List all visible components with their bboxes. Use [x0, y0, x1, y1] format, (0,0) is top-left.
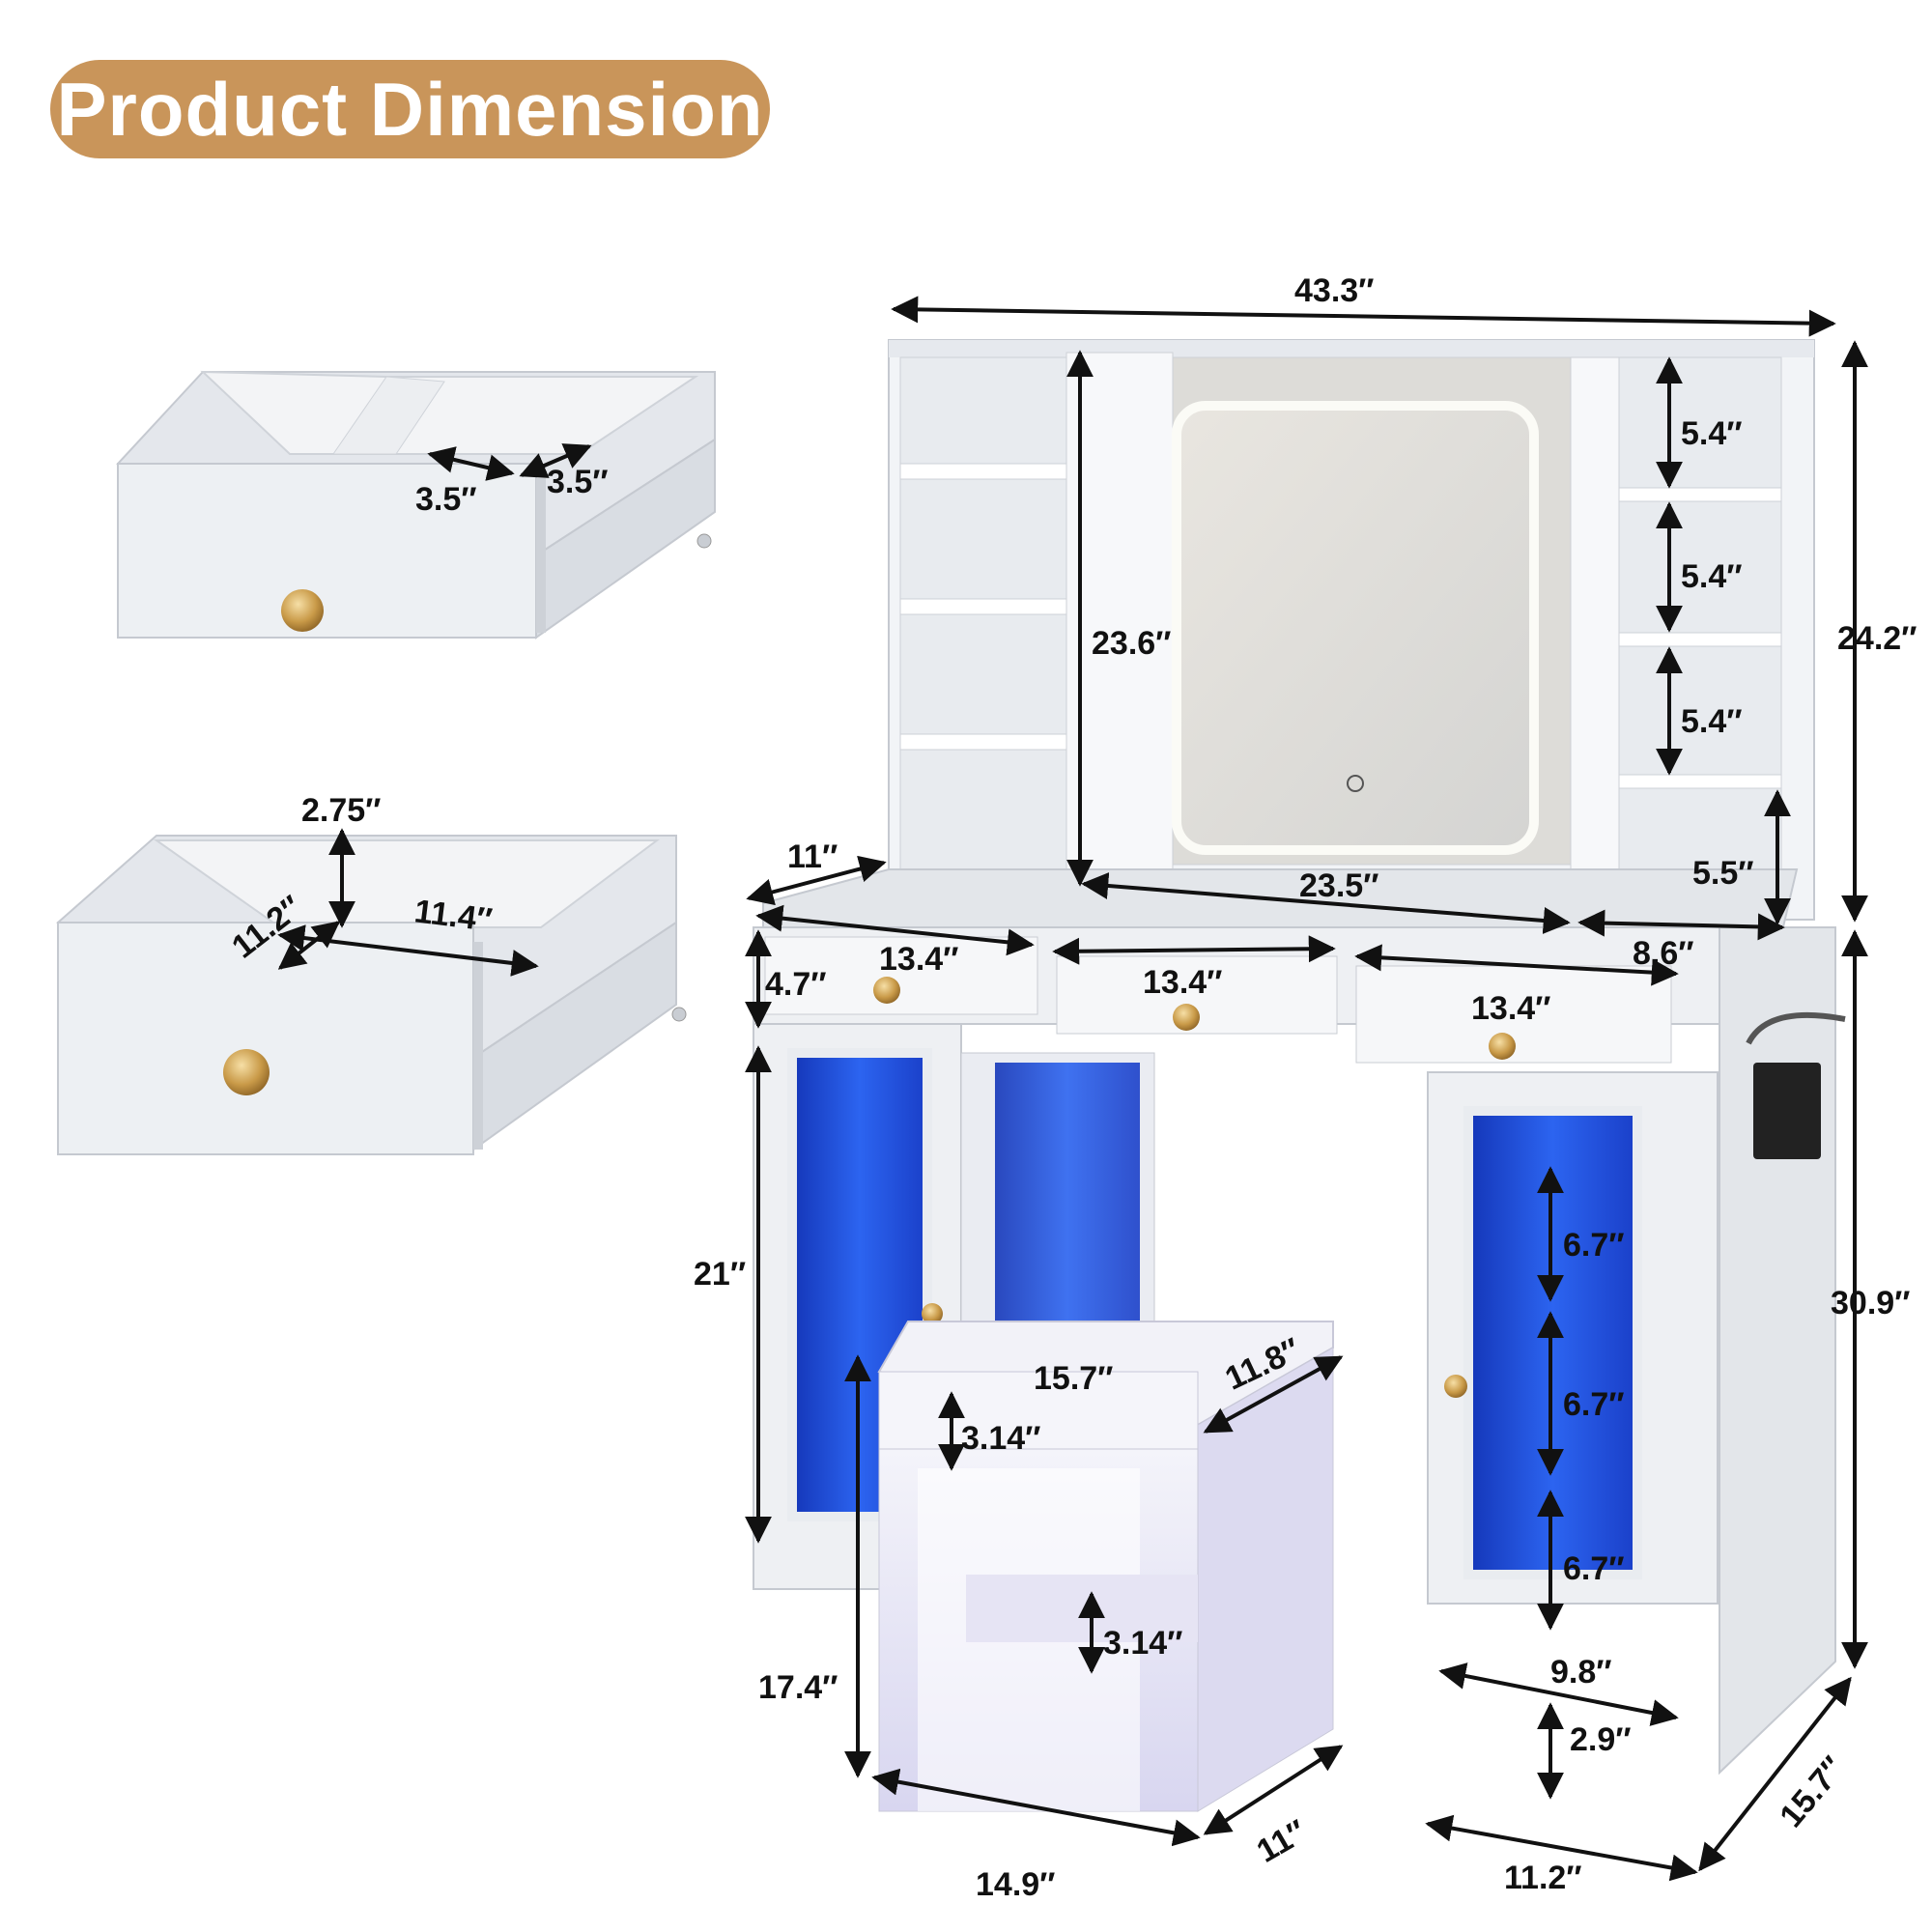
hanger-hook-icon: [1746, 1011, 1846, 1045]
cabinet-shelf-2-label: 6.7″: [1563, 1386, 1625, 1423]
shelf-gap-4-label: 5.5″: [1692, 855, 1754, 892]
lighted-mirror: [1172, 401, 1539, 855]
hutch-height-label: 24.2″: [1837, 620, 1917, 657]
shelf-gap-3-label: 5.4″: [1681, 703, 1743, 740]
drawer-knob-icon: [1173, 1004, 1200, 1031]
bottom-drawer-height-label: 2.75″: [301, 792, 381, 829]
bottom-drawer-illustration: 2.75″ 11.2″ 11.4″: [56, 792, 687, 1155]
drawer-1-width-label: 13.4″: [879, 941, 958, 978]
vanity-hutch-illustration: [762, 339, 1815, 952]
led-cabinet-right: [1463, 1106, 1642, 1579]
drawer-height-label: 4.7″: [765, 966, 827, 1003]
drawer-knob-icon: [223, 1049, 270, 1095]
mirror-width-label: 23.5″: [1299, 867, 1378, 904]
side-shelf-width-label: 8.6″: [1633, 935, 1694, 972]
crossbar-height-label: 3.14″: [1103, 1625, 1182, 1662]
top-drawer-compartment-width-label: 3.5″: [415, 481, 477, 518]
cabinet-shelf-3-label: 6.7″: [1563, 1550, 1625, 1587]
desk-height-label: 30.9″: [1831, 1285, 1910, 1321]
drawer-knob-icon: [281, 589, 324, 632]
shelf-gap-2-label: 5.4″: [1681, 558, 1743, 595]
mirror-height-label: 23.6″: [1092, 625, 1171, 662]
base-height-label: 2.9″: [1570, 1721, 1632, 1758]
cabinet-inner-width-label: 9.8″: [1550, 1654, 1612, 1690]
stool-base-width-label: 14.9″: [976, 1866, 1055, 1903]
cabinet-height-label: 21″: [694, 1256, 746, 1293]
dimension-labels: 43.3″ 24.2″ 23.6″ 23.5″ 11″ 5.4″ 5.4″ 5.…: [694, 272, 1917, 1903]
shelf-gap-1-label: 5.4″: [1681, 415, 1743, 452]
dimension-arrows: [745, 296, 1868, 1882]
top-drawer-illustration: 3.5″ 3.5″: [116, 370, 716, 639]
power-touch-icon: [1347, 775, 1364, 792]
drawer-knob-icon: [873, 977, 900, 1004]
stool-height-label: 17.4″: [758, 1669, 838, 1706]
stool-base-depth-label: 11″: [1251, 1813, 1313, 1870]
cushion-height-label: 3.14″: [961, 1420, 1040, 1457]
cabinet-shelf-1-label: 6.7″: [1563, 1227, 1625, 1264]
power-outlet-icon[interactable]: [1753, 1063, 1821, 1159]
hutch-width-label: 43.3″: [1294, 272, 1374, 309]
drawer-knob-icon: [1489, 1033, 1516, 1060]
top-drawer-compartment-depth-label: 3.5″: [547, 464, 609, 500]
stool-width-label: 15.7″: [1034, 1360, 1113, 1397]
page-title: Product Dimension: [56, 66, 764, 152]
drawer-2-width-label: 13.4″: [1143, 964, 1222, 1001]
cabinet-width-label: 11.2″: [1504, 1860, 1582, 1896]
drawer-3-width-label: 13.4″: [1471, 990, 1550, 1027]
title-badge: Product Dimension: [50, 60, 770, 158]
hutch-depth-label: 11″: [787, 838, 838, 875]
